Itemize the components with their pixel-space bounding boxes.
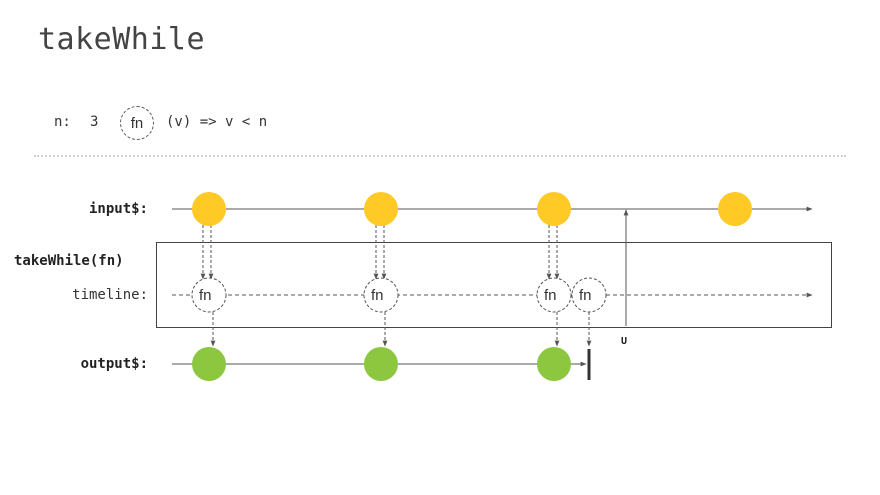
param-n-label: n: xyxy=(54,114,71,130)
page-title: takeWhile xyxy=(38,22,206,57)
fn-call-3-label: fn xyxy=(544,287,557,304)
output-marble-3 xyxy=(537,347,571,381)
operator-box xyxy=(156,242,832,328)
fn-call-1-label: fn xyxy=(199,287,212,304)
input-marble-1 xyxy=(192,192,226,226)
input-stream-label: input$: xyxy=(88,201,148,217)
output-marble-2 xyxy=(364,347,398,381)
fn-call-4-label: fn xyxy=(579,287,592,304)
fn-call-2-label: fn xyxy=(371,287,384,304)
fn-badge-label: fn xyxy=(130,114,144,132)
input-marble-2 xyxy=(364,192,398,226)
fn-call-4 xyxy=(571,277,607,313)
fn-badge: fn xyxy=(120,106,154,140)
fn-call-1 xyxy=(191,277,227,313)
param-n-value: 3 xyxy=(90,114,99,130)
input-marble-4 xyxy=(718,192,752,226)
output-stream-label: output$: xyxy=(80,356,148,372)
fn-call-2 xyxy=(363,277,399,313)
unsubscribe-label: U xyxy=(621,336,627,347)
output-marble-1 xyxy=(192,347,226,381)
operator-label: takeWhile(fn) xyxy=(14,253,124,269)
input-marble-3 xyxy=(537,192,571,226)
divider xyxy=(34,155,846,157)
fn-expression: (v) => v < n xyxy=(166,114,268,130)
fn-call-3 xyxy=(536,277,572,313)
timeline-label: timeline: xyxy=(72,287,148,303)
